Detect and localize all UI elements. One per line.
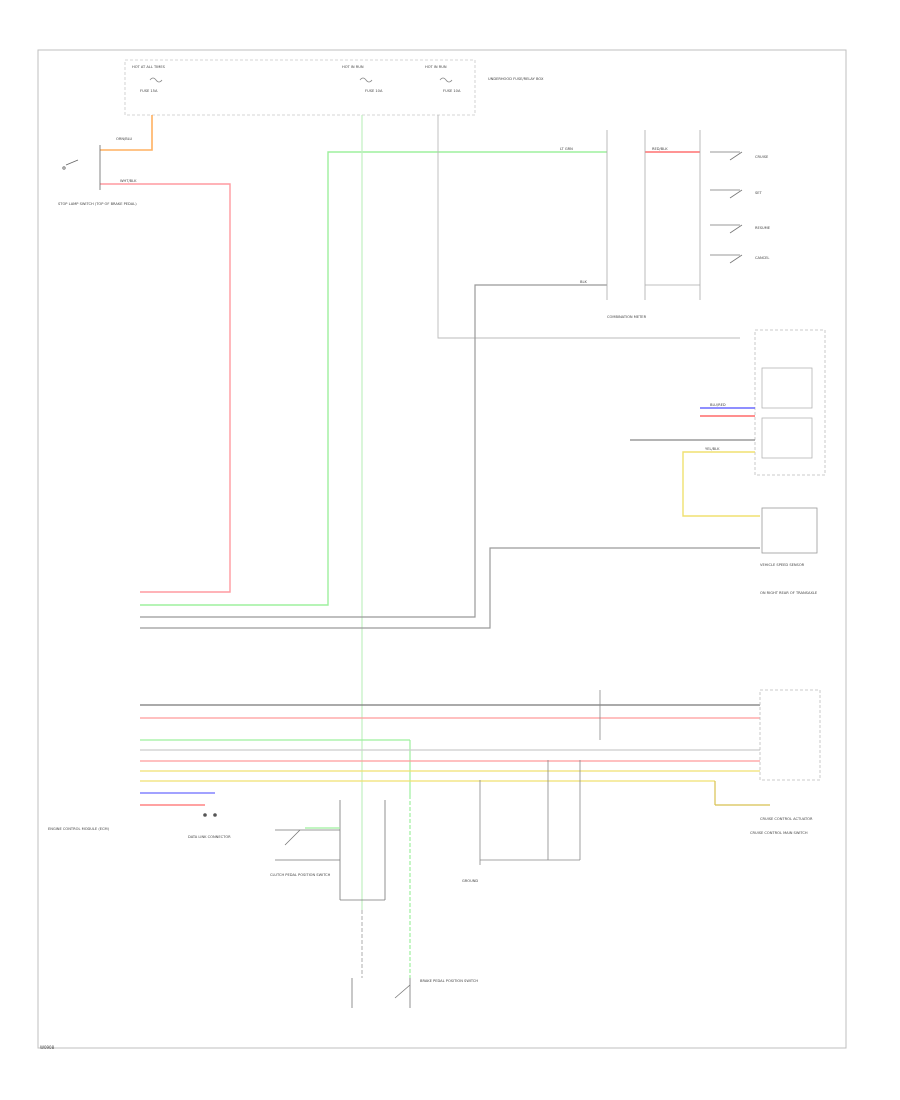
wire-label-black: BLK	[580, 280, 587, 284]
fuse-label-right: HOT IN RUN	[425, 65, 447, 69]
fuse-label-left: HOT AT ALL TIMES	[132, 65, 166, 69]
cruise-switch-symbol	[275, 800, 386, 901]
brake-switch-symbol	[351, 978, 411, 1008]
data-link-label: DATA LINK CONNECTOR	[188, 835, 231, 839]
diagram-code: W0908	[40, 1045, 55, 1050]
module-inner-2	[761, 417, 813, 459]
vss-location: ON RIGHT REAR OF TRANSAXLE	[760, 591, 818, 595]
actuator-label: CRUISE CONTROL ACTUATOR	[760, 817, 813, 821]
ground-label: GROUND	[462, 879, 478, 883]
wire-black-vss	[140, 547, 760, 629]
cruise-switch-label: CRUISE CONTROL MAIN SWITCH	[750, 831, 808, 835]
wire-pink	[100, 183, 231, 593]
wire-orange	[100, 115, 153, 151]
combination-meter-label: COMBINATION METER	[607, 315, 647, 319]
panel-note: UNDERHOOD FUSE/RELAY BOX	[488, 77, 544, 81]
wire-label-pink: WHT/BLK	[120, 179, 137, 183]
vss-label: VEHICLE SPEED SENSOR	[760, 563, 805, 567]
clutch-switch-label: CLUTCH PEDAL POSITION SWITCH	[270, 873, 331, 877]
wire-label-blue: BLU/RED	[710, 403, 726, 407]
diagram-border	[37, 49, 847, 1049]
fuse-panel	[124, 59, 476, 116]
wire-label-yellow: YEL/BLK	[705, 447, 720, 451]
fuse-label-mid: HOT IN RUN	[342, 65, 364, 69]
fuse-symbols	[149, 77, 453, 83]
wire-black-meter	[140, 284, 607, 618]
combination-meter-connectors	[606, 130, 701, 300]
meter-switch-symbols	[710, 151, 743, 264]
fuse-sub-left: FUSE 15A	[140, 89, 158, 93]
ecm-bus-wires	[140, 704, 770, 806]
wire-label-red: RED/BLK	[652, 147, 668, 151]
meter-switch-2: SET	[755, 191, 763, 195]
relay-area	[479, 690, 601, 865]
ecm-label: ENGINE CONTROL MODULE (ECM)	[48, 827, 110, 831]
meter-switch-4: CANCEL	[755, 256, 769, 260]
vss-box	[761, 507, 818, 554]
wire-label-green: LT GRN	[560, 147, 573, 151]
stop-lamp-switch-label: STOP LAMP SWITCH (TOP OF BRAKE PEDAL)	[58, 202, 137, 206]
module-box-upper	[754, 329, 826, 476]
wire-green	[140, 151, 607, 606]
module-inner	[761, 367, 813, 409]
meter-switch-3: RESUME	[755, 226, 771, 230]
stop-lamp-switch-symbol	[62, 145, 101, 190]
meter-switch-1: CRUISE	[755, 155, 769, 159]
wire-gray-right	[437, 115, 740, 339]
brake-switch-label: BRAKE PEDAL POSITION SWITCH	[420, 979, 478, 983]
wire-yellow-1	[682, 451, 760, 517]
wire-label-orange: ORN/BLU	[116, 137, 133, 141]
fuse-sub-mid: FUSE 10A	[365, 89, 383, 93]
fuse-sub-right: FUSE 10A	[443, 89, 461, 93]
actuator-box	[759, 689, 821, 781]
data-link-connector	[203, 813, 217, 817]
